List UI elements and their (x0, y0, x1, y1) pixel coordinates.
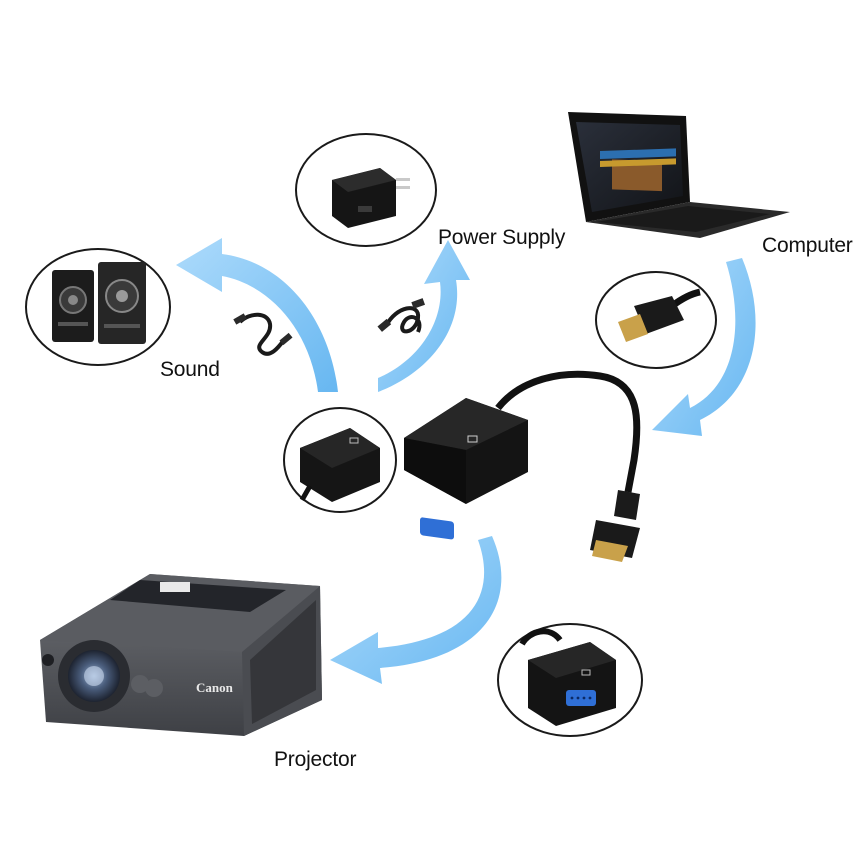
hdmi-plug-circle (596, 272, 716, 368)
power-device-circle (296, 134, 436, 246)
projector-icon: Canon (40, 574, 322, 736)
audio-cable-icon (233, 313, 292, 353)
label-sound: Sound (160, 358, 220, 382)
label-power-supply: Power Supply (438, 226, 565, 250)
label-projector: Projector (274, 748, 356, 772)
projector-brand-text: Canon (196, 680, 234, 695)
hdmi-to-vga-adapter (404, 374, 640, 562)
adapter-detail-circle (284, 408, 396, 512)
arrow-to-projector (330, 536, 501, 684)
sound-device-circle (26, 249, 170, 365)
vga-port-circle (498, 624, 642, 736)
laptop-icon (568, 112, 790, 238)
usb-cable-icon (377, 298, 425, 332)
speakers-icon (52, 262, 146, 344)
label-computer: Computer (762, 234, 853, 258)
